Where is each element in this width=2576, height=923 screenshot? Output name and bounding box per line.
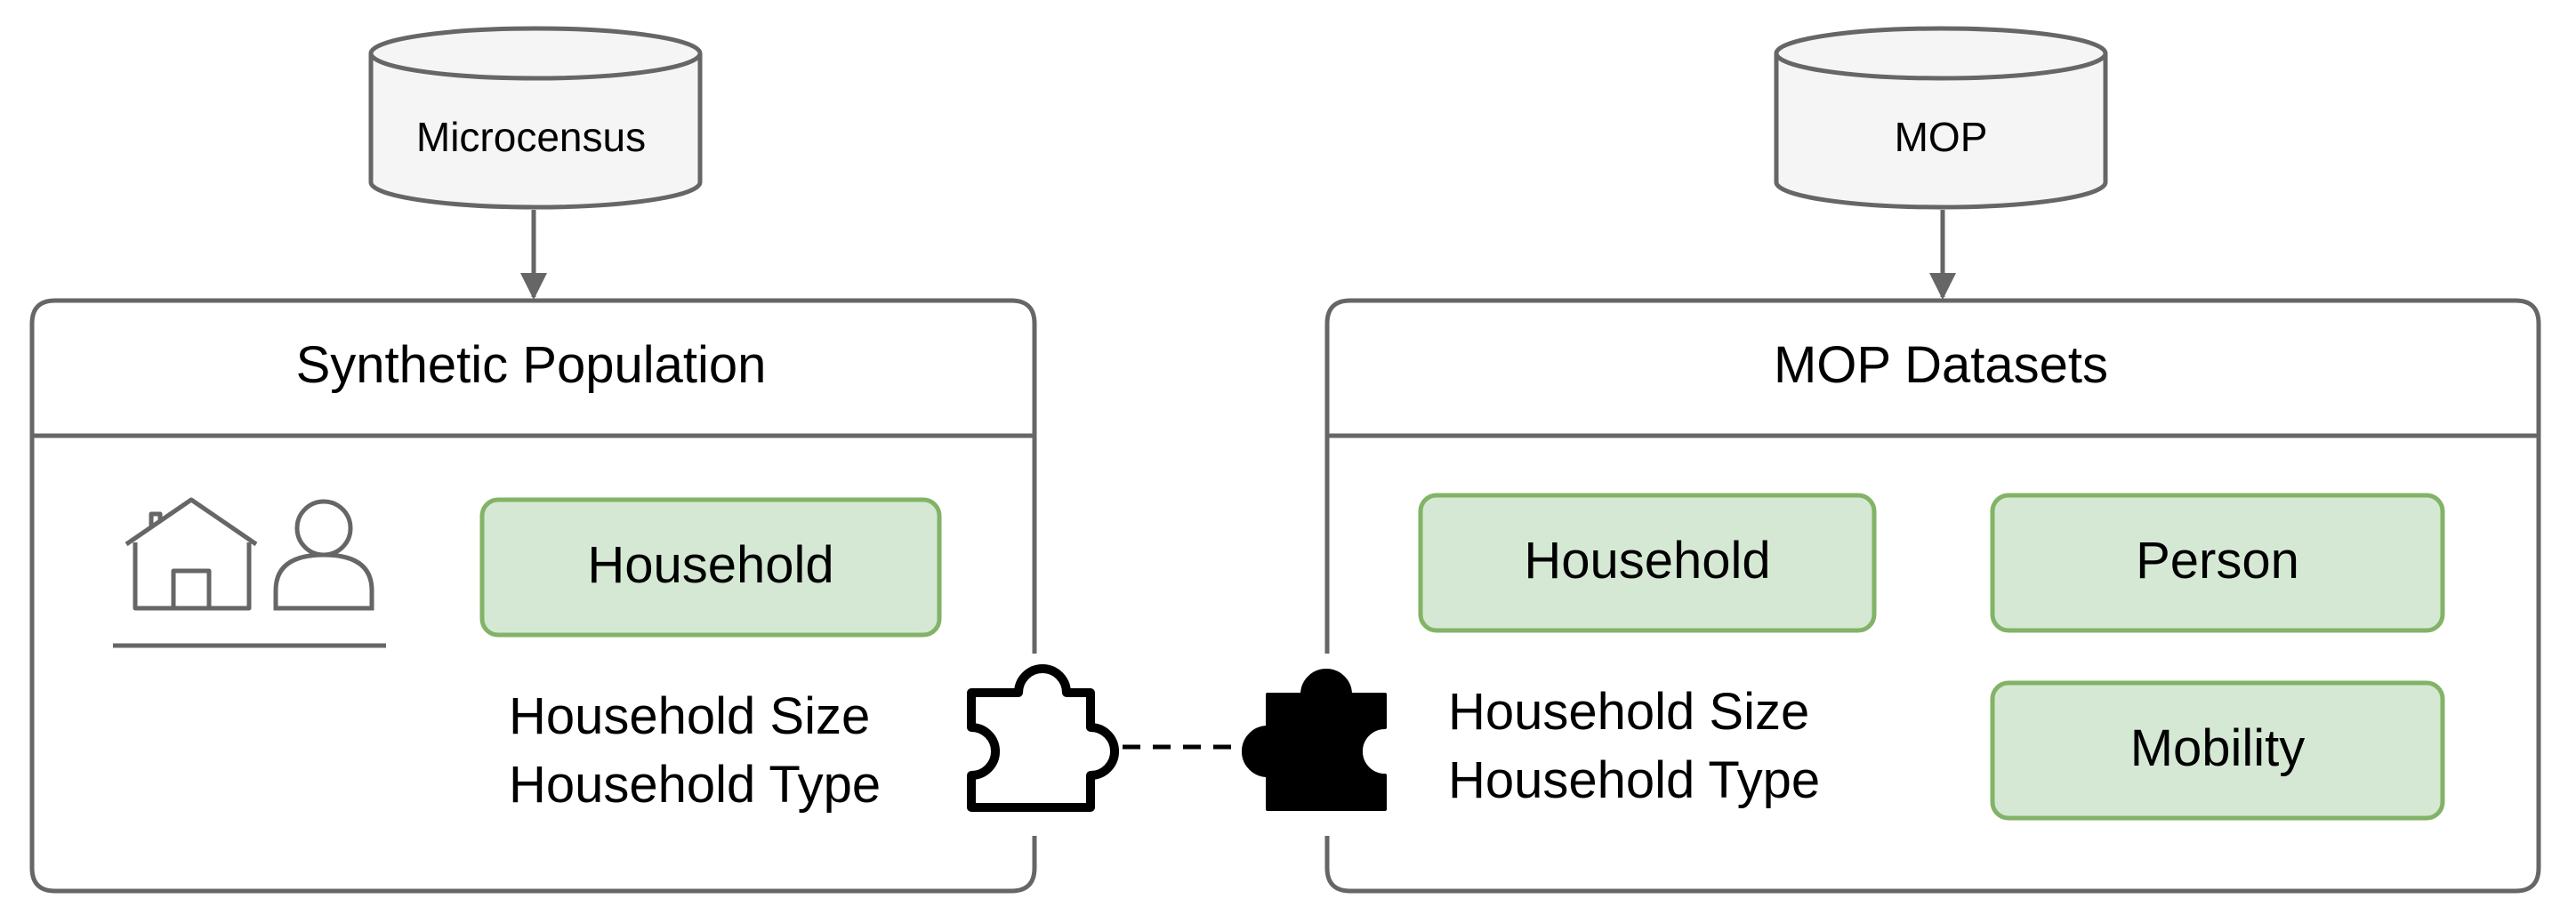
panel-title: MOP Datasets [1774, 336, 2108, 394]
puzzle-piece-outline-icon [967, 664, 1119, 812]
mop-database: MOP [1774, 26, 2108, 210]
microcensus-database: Microcensus [368, 26, 703, 210]
person-icon [273, 499, 374, 611]
household-box-label: Household [587, 536, 833, 594]
household-box-label: Household [1524, 532, 1770, 590]
household-box [1418, 493, 1877, 633]
mop-datasets-panel: MOP Datasets Household Person Mobility H… [1324, 298, 2541, 894]
mop-source-label: MOP [1895, 114, 1988, 160]
attribute-household-size: Household Size [1448, 683, 1809, 741]
synthetic-population-panel: Synthetic Population Household Household… [29, 298, 1037, 894]
person-box [1990, 493, 2445, 633]
house-icon [125, 497, 258, 611]
panel-title: Synthetic Population [296, 336, 767, 394]
attribute-household-type: Household Type [509, 756, 881, 814]
household-box [479, 497, 942, 638]
mobility-box-label: Mobility [2130, 719, 2306, 777]
attribute-household-type: Household Type [1448, 751, 1820, 809]
microcensus-label: Microcensus [416, 114, 646, 160]
attribute-household-size: Household Size [509, 687, 870, 745]
puzzle-piece-filled-icon [1242, 669, 1387, 811]
mobility-box [1990, 680, 2445, 821]
person-box-label: Person [2136, 532, 2299, 590]
